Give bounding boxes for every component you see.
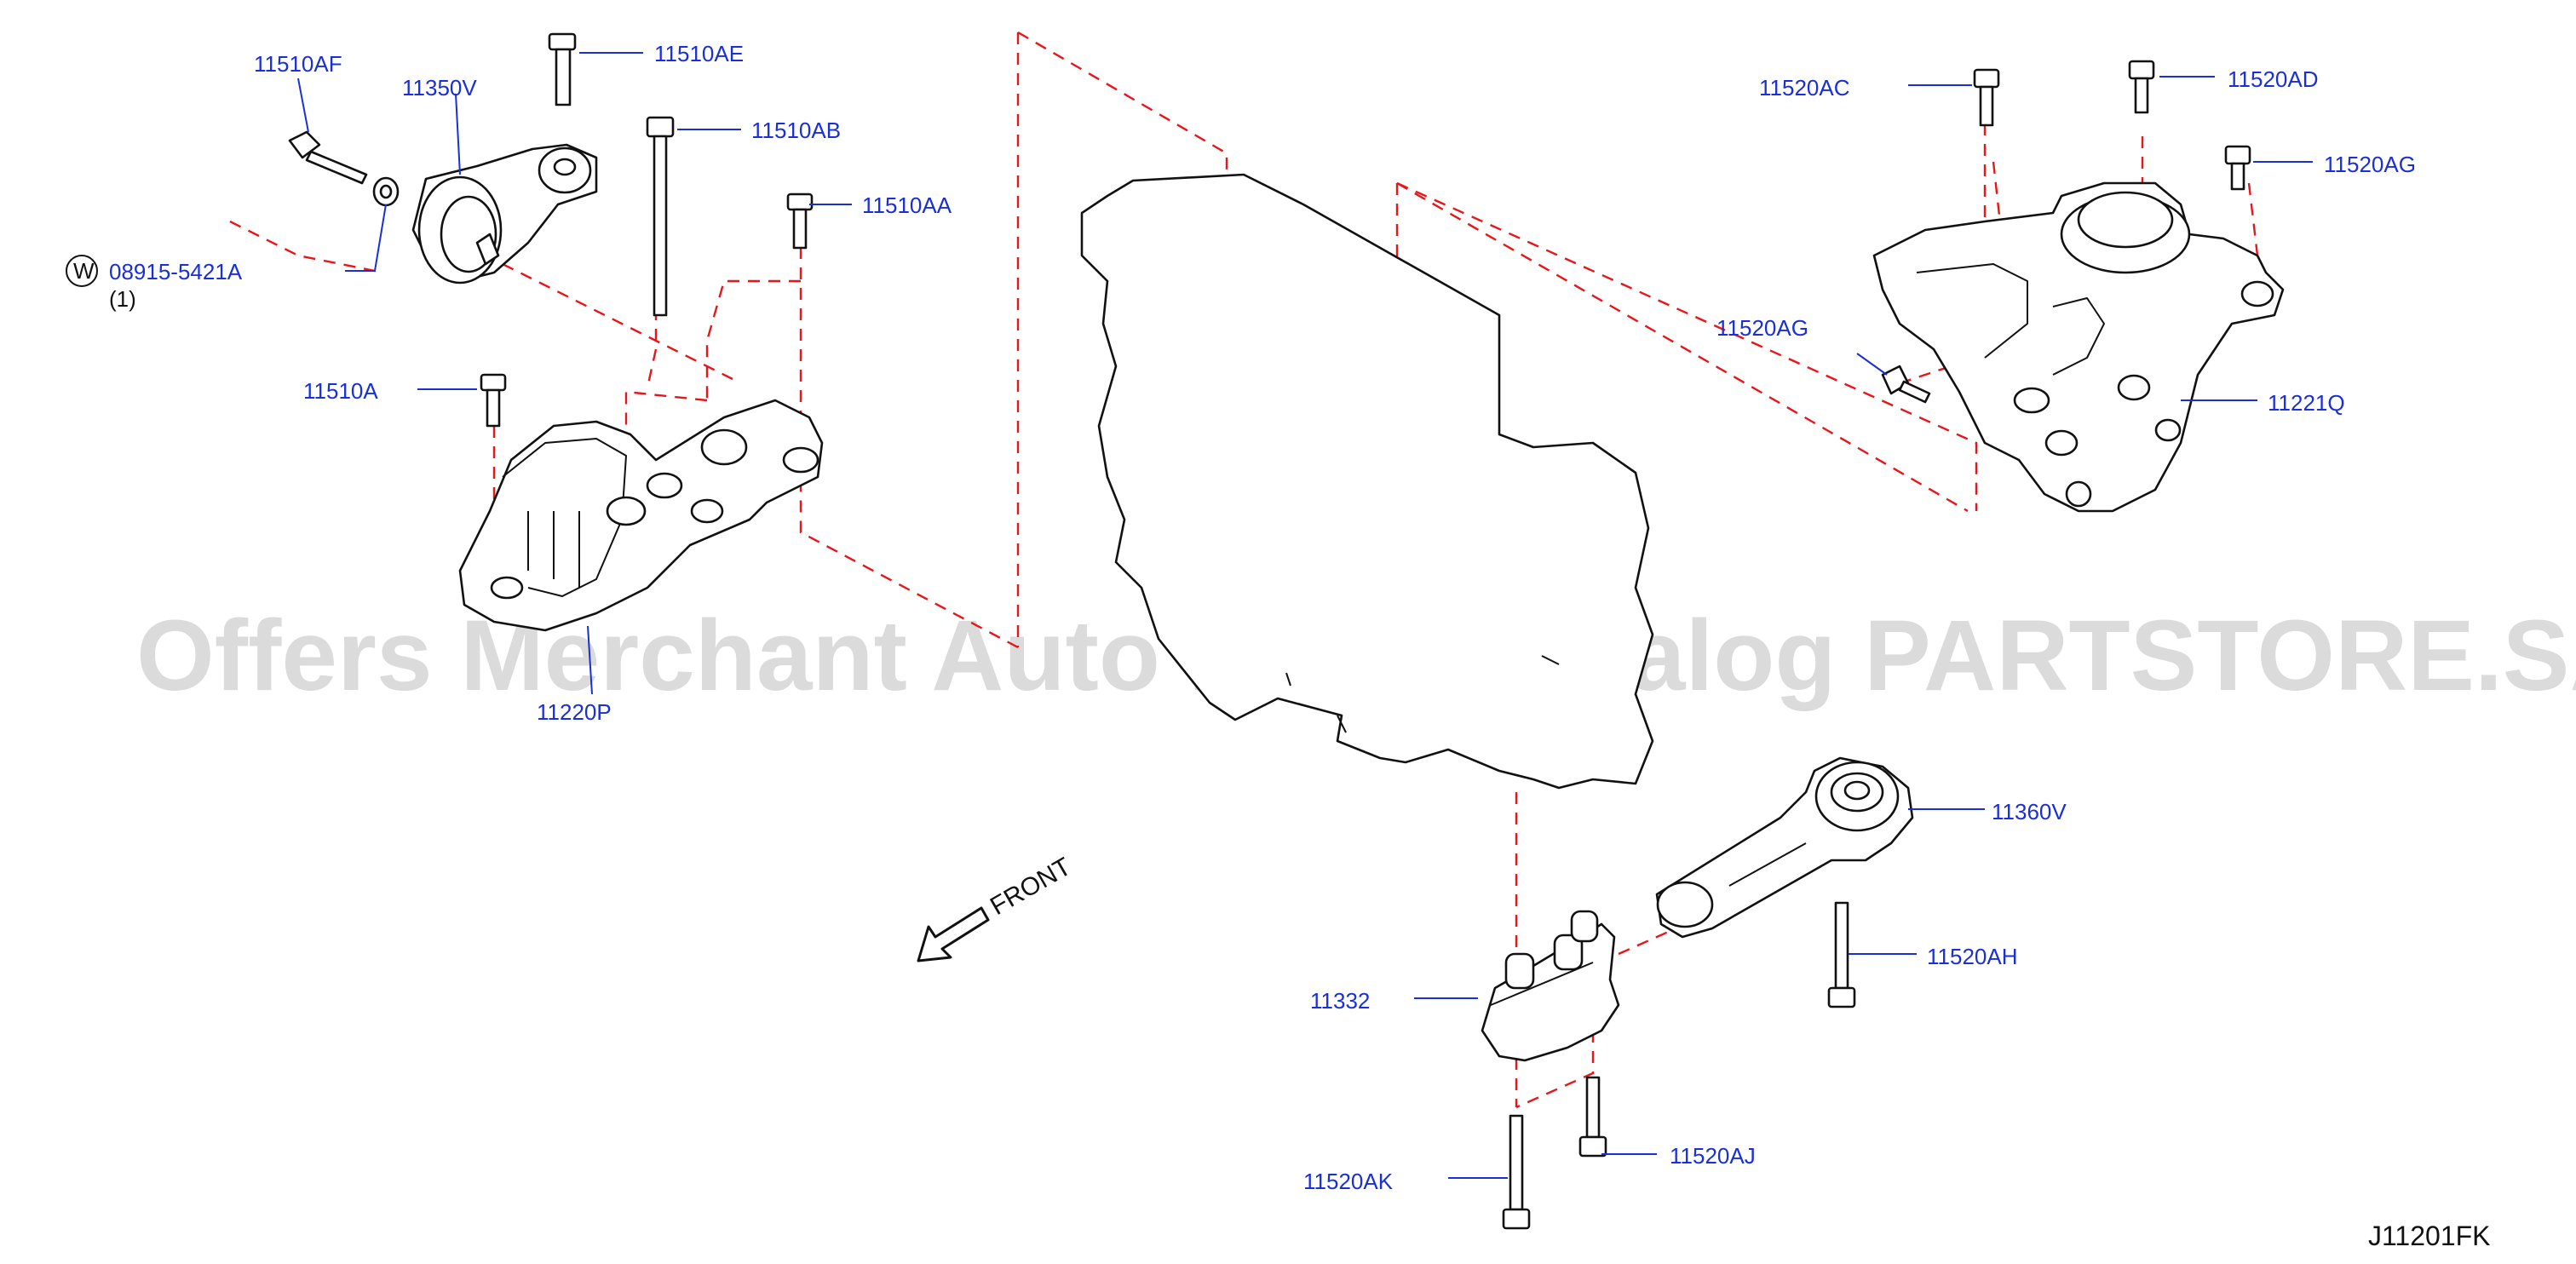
mount-11350V[interactable] <box>411 143 598 284</box>
label-11510AA[interactable]: 11510AA <box>862 192 952 218</box>
bolt-11520AH[interactable] <box>1827 901 1856 1008</box>
label-11350V[interactable]: 11350V <box>402 75 477 101</box>
label-11510A[interactable]: 11510A <box>303 378 378 404</box>
washer-08915[interactable] <box>372 176 400 207</box>
bolt-11510AE[interactable] <box>548 32 577 106</box>
label-11520AC[interactable]: 11520AC <box>1759 75 1850 101</box>
washer-symbol-icon <box>66 255 98 287</box>
bolt-11520AC[interactable] <box>1973 68 2000 127</box>
label-11520AD[interactable]: 11520AD <box>2228 66 2319 92</box>
bracket-11221Q[interactable] <box>1872 181 2285 513</box>
diagram-code: J11201FK <box>2368 1221 2491 1251</box>
bolt-11520AK[interactable] <box>1502 1114 1531 1230</box>
label-08915-5421A[interactable]: 08915-5421A <box>109 259 243 284</box>
label-11221Q[interactable]: 11221Q <box>2268 390 2345 416</box>
label-11520AH[interactable]: 11520AH <box>1927 944 2018 969</box>
label-11510AF[interactable]: 11510AF <box>254 51 342 77</box>
label-11332[interactable]: 11332 <box>1310 988 1370 1014</box>
bolt-11520AG-top[interactable] <box>2224 145 2251 191</box>
bolt-11510AF[interactable] <box>288 130 368 185</box>
label-11510AB[interactable]: 11510AB <box>751 118 841 143</box>
washer-callout: W 08915-5421A (1) <box>66 255 243 312</box>
bracket-11220P[interactable] <box>458 399 824 632</box>
label-11520AG-top[interactable]: 11520AG <box>2324 152 2416 177</box>
engine-outline <box>1080 173 1654 790</box>
leader-lines <box>297 52 2313 1179</box>
front-arrow-icon <box>917 906 990 962</box>
bolt-11510A[interactable] <box>480 373 507 428</box>
label-11220P[interactable]: 11220P <box>537 699 612 725</box>
bolt-11520AD[interactable] <box>2128 60 2155 114</box>
rod-11360V[interactable] <box>1655 756 1914 939</box>
bolt-11520AG-left[interactable] <box>1881 365 1931 404</box>
washer-symbol: W <box>73 258 95 284</box>
label-11520AK[interactable]: 11520AK <box>1303 1169 1394 1194</box>
bolt-11510AB[interactable] <box>646 116 675 317</box>
bolt-11510AA[interactable] <box>786 192 814 250</box>
label-11360V[interactable]: 11360V <box>1992 799 2067 824</box>
bracket-11332[interactable] <box>1481 910 1620 1062</box>
bolt-11520AJ[interactable] <box>1578 1076 1607 1158</box>
label-11520AG-left[interactable]: 11520AG <box>1716 315 1808 341</box>
part-labels: 11510AF 11350V 11510AE 11510AB 11510AA W… <box>66 41 2416 1194</box>
label-11520AJ[interactable]: 11520AJ <box>1670 1143 1756 1169</box>
label-11510AE[interactable]: 11510AE <box>654 41 744 66</box>
front-label: FRONT <box>986 853 1076 921</box>
front-indicator: FRONT <box>917 853 1076 962</box>
washer-quantity: (1) <box>109 286 136 312</box>
